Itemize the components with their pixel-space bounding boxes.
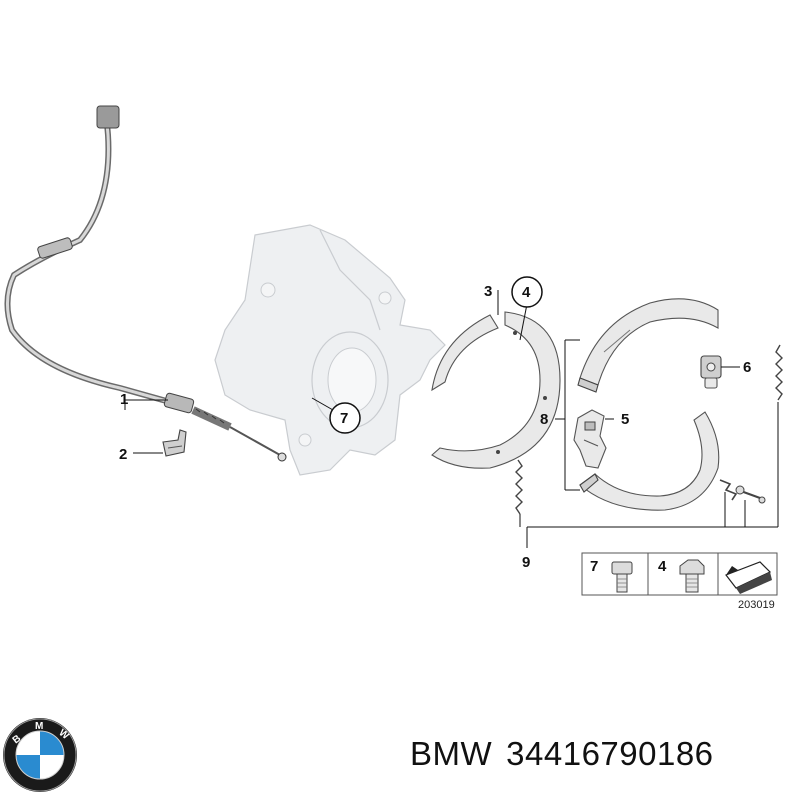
return-springs: [515, 344, 783, 515]
drawing-id: 203019: [738, 599, 775, 611]
svg-text:M: M: [35, 721, 43, 732]
legend-number-7: 7: [590, 558, 598, 575]
callout-6: 6: [743, 359, 751, 376]
caption-brand: BMW: [410, 735, 493, 772]
callout-9: 9: [522, 554, 530, 571]
callout-4-circle: [511, 276, 543, 308]
leader-lines: [124, 290, 779, 548]
wheel-carrier: [214, 224, 446, 476]
brake-shoe-upper: [577, 298, 719, 393]
callout-7-circle: [329, 402, 361, 434]
cable-clip: [162, 429, 187, 457]
hex-bolt-icon: [679, 559, 705, 593]
brake-cable: [4, 105, 287, 462]
caption-part-number: 34416790186: [506, 735, 714, 772]
callout-7: 7: [340, 410, 348, 427]
bolt-icon: [611, 561, 633, 593]
callout-2: 2: [119, 446, 127, 463]
arrow-icon: [725, 561, 772, 594]
brake-backing-plate: [431, 311, 561, 469]
callout-8: 8: [540, 411, 548, 428]
brake-adjuster: [573, 409, 607, 469]
part-caption: BMW 34416790186: [410, 735, 728, 773]
callout-4: 4: [522, 284, 531, 301]
brake-expander: [700, 355, 722, 389]
callout-5: 5: [621, 411, 629, 428]
callout-3: 3: [484, 283, 492, 300]
legend-number-4: 4: [658, 558, 667, 575]
callout-1: 1: [120, 391, 128, 408]
brake-shoe-lower: [579, 411, 720, 511]
bmw-logo: B M W: [3, 718, 77, 792]
legend-box: 7 4: [581, 552, 778, 596]
